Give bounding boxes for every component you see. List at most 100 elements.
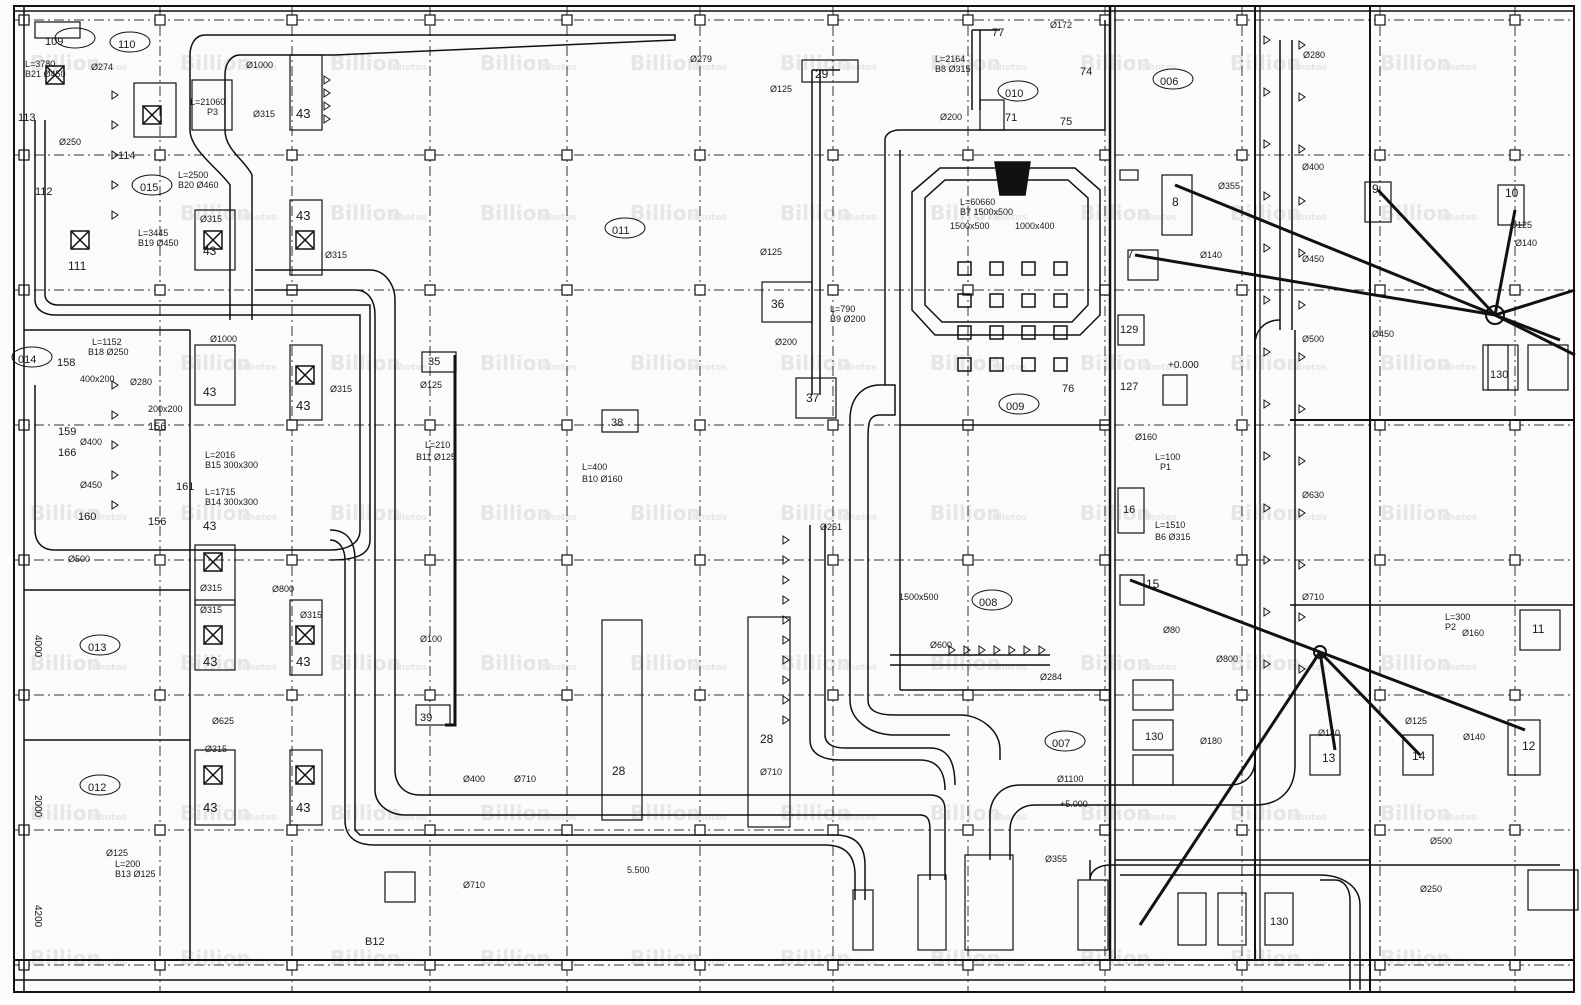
radial-hub-lower [1313,645,1327,659]
diffuser-triangle [782,615,790,625]
label-d400a: Ø400 [80,437,102,447]
equipment-box [601,409,639,433]
column-marker [1236,824,1248,836]
column-marker [1236,959,1248,971]
equipment-box [289,344,323,421]
ahu-grid-cell [989,325,1004,340]
room-tag-outline [11,346,53,368]
watermark-brand: Billion [630,651,701,675]
equipment-box [1487,344,1519,391]
radial-h [1129,578,1321,654]
watermark-suffix: Photos [542,63,577,73]
column-marker [827,284,839,296]
watermark-brand: Billion [180,201,251,225]
ahu-grid-cell [1053,293,1068,308]
equipment-box [1132,719,1174,751]
label-u129: 129 [1120,324,1138,336]
room-tag-outline [131,174,173,196]
radial-d [1134,253,1496,317]
watermark-suffix: Photos [542,958,577,968]
watermark-brand: Billion [630,201,701,225]
watermark-suffix: Photos [242,958,277,968]
label-d355b: Ø355 [1045,854,1067,864]
diffuser-triangle [1263,503,1271,513]
ahu-grid-cell [989,261,1004,276]
diffuser-triangle [782,695,790,705]
column-marker [1374,14,1386,26]
column-marker [1099,149,1111,161]
duct-top-right [884,20,1106,385]
label-d200b: Ø200 [940,112,962,122]
label-room-011: 011 [612,225,630,237]
equipment-box [194,749,236,826]
duct-loop-outer [255,269,946,880]
label-u8: 8 [1172,195,1179,209]
duct-mid-vertical-b [824,525,956,786]
diffuser-cross [295,765,315,785]
ahu-grid-cell [1053,261,1068,276]
equipment-box [917,874,947,951]
label-d250: Ø250 [59,137,81,147]
duct-top-ring-v [971,29,1000,110]
label-b10: B10 Ø160 [582,474,623,484]
label-b14l: L=1715 [205,487,235,497]
label-r200x200: 200x200 [148,404,183,414]
equipment-box [1117,314,1145,346]
label-d450c: Ø450 [1372,329,1394,339]
label-d284: Ø284 [1040,672,1062,682]
diffuser-box [295,365,315,385]
label-u35: 35 [428,356,440,368]
label-room-007: 007 [1052,738,1070,750]
equipment-box [1402,734,1434,776]
watermark-suffix: Photos [692,663,727,673]
watermark-brand: Billion [1380,651,1451,675]
equipment-box [795,377,837,419]
column-marker [827,149,839,161]
label-u161: 161 [176,481,194,493]
watermark-brand: Billion [330,651,401,675]
watermark-suffix: Photos [92,513,127,523]
label-u43a: 43 [296,106,310,121]
watermark-brand: Billion [30,801,101,825]
equipment-box [1507,719,1541,776]
label-d625: Ø625 [212,716,234,726]
label-b20: B20 Ø460 [178,180,219,190]
column-marker [827,689,839,701]
label-d800b: Ø800 [272,584,294,594]
label-d630: Ø630 [1302,490,1324,500]
label-r1000x400: 1000x400 [1015,221,1055,231]
diffuser-triangle [111,470,119,480]
diffuser-cross [295,230,315,250]
column-marker [1374,284,1386,296]
column-marker [286,14,298,26]
column-marker [962,959,974,971]
room-tag-outline [997,80,1039,102]
column-marker [561,689,573,701]
watermark-brand: Billion [30,501,101,525]
label-d140b: Ø140 [1515,238,1537,248]
label-u43i: 43 [296,800,310,815]
column-marker [424,14,436,26]
watermark-brand: Billion [30,51,101,75]
label-p1: P1 [1160,462,1171,472]
duct-b11 [445,355,457,727]
watermark-suffix: Photos [542,513,577,523]
diffuser-cross [203,765,223,785]
watermark-suffix: Photos [692,213,727,223]
room-tag-outline [604,217,646,239]
diffuser-cross [45,65,65,85]
diffuser-triangle [782,535,790,545]
label-d280b: Ø280 [1303,50,1325,60]
watermark-suffix: Photos [992,813,1027,823]
radial-i [1319,650,1526,732]
watermark-brand: Billion [1230,651,1301,675]
watermark-suffix: Photos [692,63,727,73]
ahu-grid-cell [957,357,972,372]
column-marker [1099,824,1111,836]
room-tag-outline [1152,68,1194,90]
label-u43f: 43 [203,654,217,669]
label-r400x200: 400x200 [80,374,115,384]
column-marker [286,149,298,161]
column-marker [962,554,974,566]
label-b7l: L=60660 [960,197,995,207]
